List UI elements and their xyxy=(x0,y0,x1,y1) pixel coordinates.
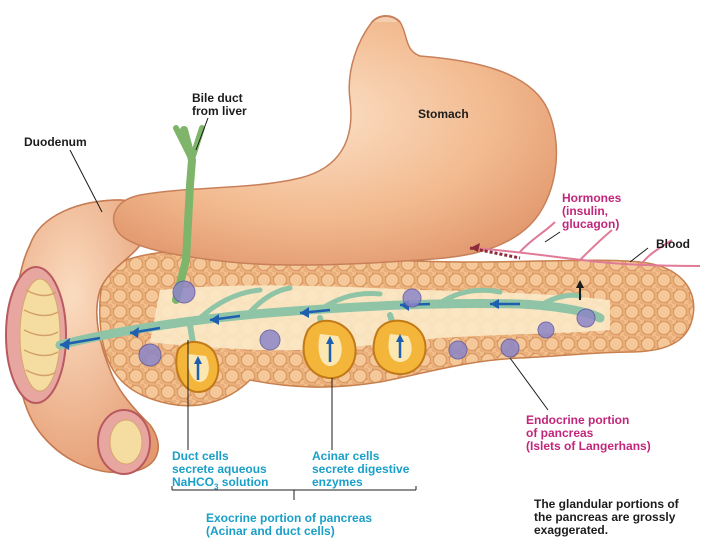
blood-vessels xyxy=(469,221,701,300)
bile-duct-label-line2: from liver xyxy=(192,104,247,118)
islets xyxy=(138,280,596,367)
exaggeration-note: The glandular portions of the pancreas a… xyxy=(534,498,679,537)
endocrine-label-line3: (Islets of Langerhans) xyxy=(526,439,651,453)
endocrine-label-line2: of pancreas xyxy=(526,426,594,440)
acinar-cells-label-line2: secrete digestive xyxy=(312,462,410,476)
exocrine-label-line1: Exocrine portion of pancreas xyxy=(206,511,373,525)
duodenum-label: Duodenum xyxy=(24,136,87,149)
exocrine-label: Exocrine portion of pancreas (Acinar and… xyxy=(206,512,372,538)
stomach xyxy=(112,15,558,266)
exocrine-label-line2: (Acinar and duct cells) xyxy=(206,524,335,538)
solution-text: solution xyxy=(218,475,269,489)
duct-cells-label-line3: NaHCO3 solution xyxy=(172,476,268,493)
blood-label-text: Blood xyxy=(656,237,690,251)
acini xyxy=(175,319,427,394)
blood-label: Blood xyxy=(656,238,690,251)
exaggeration-note-line1: The glandular portions of xyxy=(534,497,679,511)
acinar-cells-label-line3: enzymes xyxy=(312,475,363,489)
endocrine-label-line1: Endocrine portion xyxy=(526,413,630,427)
stomach-label: Stomach xyxy=(418,108,469,121)
exaggeration-note-line3: exaggerated. xyxy=(534,523,609,537)
bile-duct xyxy=(172,125,205,304)
hormones-label-line1: Hormones xyxy=(562,191,622,205)
acinar-cells-label-line1: Acinar cells xyxy=(312,449,380,463)
exaggeration-note-line2: the pancreas are grossly xyxy=(534,510,676,524)
endocrine-label: Endocrine portion of pancreas (Islets of… xyxy=(526,414,651,453)
nahco3-subscript: 3 xyxy=(214,482,219,492)
stomach-label-text: Stomach xyxy=(418,107,469,121)
duct-cells-label-line2: secrete aqueous xyxy=(172,462,267,476)
leader-lines xyxy=(69,117,649,500)
acinar-cells-label: Acinar cells secrete digestive enzymes xyxy=(312,450,409,489)
hormones-label-line3: glucagon) xyxy=(562,217,620,231)
bile-duct-label: Bile duct from liver xyxy=(192,92,247,118)
nahco3-text: NaHCO xyxy=(172,475,215,489)
hormones-label: Hormones (insulin, glucagon) xyxy=(562,192,621,231)
duct-cells-label-line1: Duct cells xyxy=(172,449,229,463)
duct-cells-label: Duct cells secrete aqueous NaHCO3 soluti… xyxy=(172,450,268,493)
bile-duct-label-line1: Bile duct xyxy=(192,91,243,105)
hormones-label-line2: (insulin, xyxy=(562,204,608,218)
duodenum-label-text: Duodenum xyxy=(24,135,87,149)
